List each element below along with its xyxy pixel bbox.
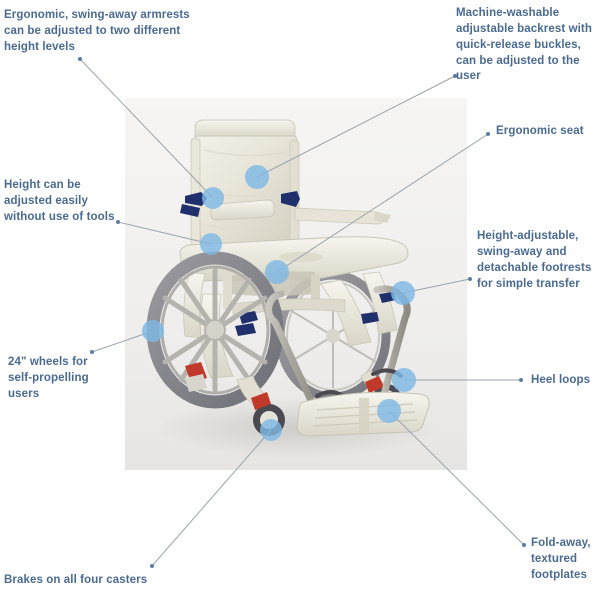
end-dot-seat (486, 132, 490, 136)
hotspot-seat[interactable] (265, 260, 289, 284)
hotspot-footplates[interactable] (377, 399, 401, 423)
hotspot-wheels[interactable] (142, 320, 164, 342)
hotspot-heel-loops[interactable] (392, 368, 416, 392)
end-dot-height (116, 220, 120, 224)
callout-label-ergonomic-seat: Ergonomic seat (496, 125, 584, 137)
hotspot-backrest[interactable] (245, 165, 269, 189)
end-dot-heel-loops (519, 378, 523, 382)
callout-label-heel-loops: Heel loops (531, 374, 591, 386)
hotspot-footrests[interactable] (391, 281, 415, 305)
callout-label-footplates: Fold-away, textured footplates (531, 537, 591, 581)
callout-label-brakes: Brakes on all four casters (4, 574, 148, 586)
end-dot-armrests (78, 57, 82, 61)
hotspot-armrests[interactable] (202, 187, 224, 209)
end-dot-backrest (453, 74, 457, 78)
callout-label-armrests: Ergonomic, swing-away armrests can be ad… (4, 9, 190, 53)
callout-label-wheels: 24" wheels for self-propelling users (8, 356, 89, 400)
end-dot-footplates (522, 543, 526, 547)
callout-label-footrests: Height-adjustable, swing-away and detach… (477, 230, 592, 290)
hotspot-height[interactable] (200, 233, 222, 255)
hotspot-brakes[interactable] (260, 419, 282, 441)
callout-label-height-adjust: Height can be adjusted easily without us… (4, 179, 115, 223)
brake-lever (251, 392, 271, 410)
end-dot-wheels (90, 350, 94, 354)
end-dot-footrests (468, 277, 472, 281)
end-dot-brakes (150, 564, 154, 568)
callout-label-backrest: Machine-washable adjustable backrest wit… (456, 7, 592, 83)
